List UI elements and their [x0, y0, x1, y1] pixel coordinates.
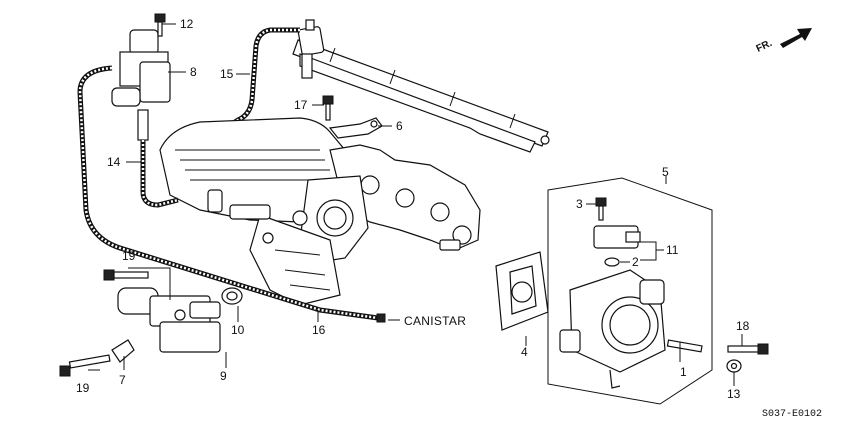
bolt-17 [322, 95, 334, 121]
front-label: FR. [755, 38, 774, 55]
callout-18: 18 [736, 319, 750, 333]
callout-3: 3 [576, 197, 583, 211]
callout-17: 17 [294, 98, 308, 112]
callout-7: 7 [119, 373, 126, 387]
callout-1: 1 [680, 365, 687, 379]
callout-9: 9 [220, 369, 227, 383]
nut-13 [726, 359, 742, 373]
tps-sensor-11 [593, 225, 641, 249]
callout-11: 11 [666, 243, 679, 257]
callout-16: 16 [312, 323, 326, 337]
bolt-3 [595, 197, 607, 221]
connector-7 [111, 339, 135, 363]
callout-8: 8 [190, 65, 197, 79]
callout-15: 15 [220, 67, 234, 81]
intake-manifold [159, 117, 481, 306]
throttle-body-1 [559, 269, 703, 389]
diagram-code: S037-E0102 [762, 409, 822, 420]
callout-12: 12 [180, 17, 194, 31]
bolt-19-lower [59, 354, 111, 377]
callout-2: 2 [632, 255, 639, 269]
leader-lines [88, 23, 743, 386]
callout-19-upper: 19 [122, 249, 136, 263]
canister-label: CANISTAR [404, 314, 466, 328]
callout-4: 4 [521, 345, 528, 359]
front-arrow-icon [780, 28, 812, 48]
front-direction-indicator: FR. [755, 28, 812, 55]
hose-15 [230, 27, 300, 127]
callout-13: 13 [727, 387, 741, 401]
callout-6: 6 [396, 119, 403, 133]
hose-14 [140, 140, 179, 208]
callout-5: 5 [662, 165, 669, 179]
bolt-19-upper [103, 269, 149, 281]
callout-labels: 1 2 3 4 5 6 7 8 9 10 11 12 13 14 15 16 1… [76, 17, 822, 420]
bolt-12 [154, 13, 166, 37]
callout-10: 10 [231, 323, 245, 337]
bolt-18 [727, 343, 769, 355]
fuel-rail [292, 19, 550, 153]
callout-19-lower: 19 [76, 381, 90, 395]
gasket-10 [221, 287, 243, 305]
callout-14: 14 [107, 155, 121, 169]
gasket-4 [495, 251, 549, 331]
o-ring-2 [604, 257, 620, 267]
bracket-6 [328, 117, 383, 139]
hose-16 [77, 65, 386, 323]
iac-valve-9 [117, 287, 221, 353]
throttle-body-group-5 [547, 177, 713, 405]
solenoid-valve-8 [111, 29, 171, 141]
